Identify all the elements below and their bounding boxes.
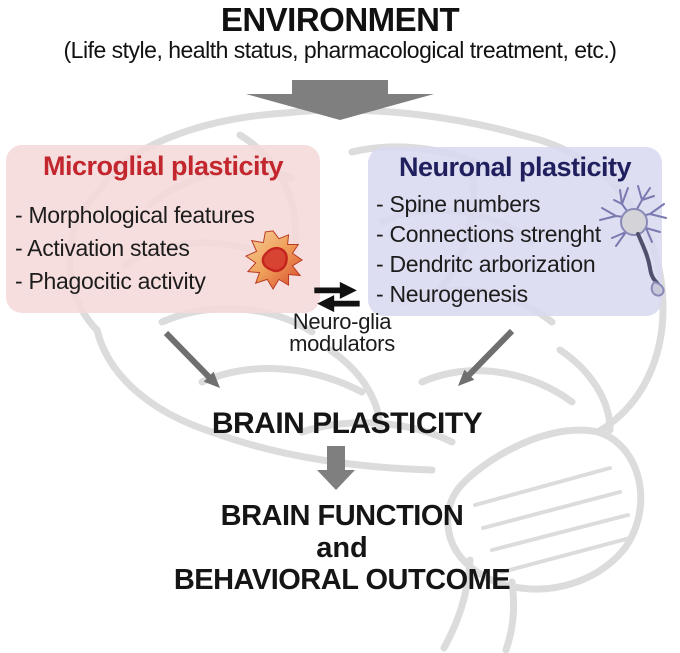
neuro-glia-line: Neuro-glia <box>292 309 392 334</box>
neuron-cell-icon <box>599 185 667 297</box>
left-diagonal-arrow-icon <box>163 330 220 388</box>
neuronal-box-title: Neuronal plasticity <box>398 152 632 182</box>
neuro-glia-modulators-label: Neuro-glia modulators <box>258 311 426 355</box>
list-item: - Connections strenght <box>376 221 601 247</box>
behavioral-outcome-label: BEHAVIORAL OUTCOME <box>173 564 511 596</box>
list-item: - Morphological features <box>15 202 255 228</box>
modulators-line: modulators <box>289 331 395 356</box>
list-item: - Dendritc arborization <box>376 251 596 277</box>
and-label: and <box>316 532 368 564</box>
down-arrow-small-icon <box>317 446 355 490</box>
brain-plasticity-label: BRAIN PLASTICITY <box>211 407 483 440</box>
environment-subtitle: (Life style, health status, pharmacologi… <box>63 37 617 63</box>
microglial-box-list: - Morphological features - Activation st… <box>15 199 255 298</box>
microglia-cell-icon <box>244 230 304 291</box>
microglial-plasticity-box: Microglial plasticity - Morphological fe… <box>6 145 320 313</box>
neuronal-plasticity-box: Neuronal plasticity - Spine numbers - Co… <box>368 147 662 316</box>
brain-function-label: BRAIN FUNCTION <box>220 500 464 532</box>
list-item: - Activation states <box>15 235 190 261</box>
right-diagonal-arrow-icon <box>458 328 515 386</box>
microglial-box-title: Microglial plasticity <box>42 151 284 181</box>
exchange-arrows-icon <box>314 281 360 313</box>
list-item: - Spine numbers <box>376 191 541 217</box>
list-item: - Phagocitic activity <box>15 268 206 294</box>
down-arrow-icon <box>246 80 434 120</box>
neuronal-box-list: - Spine numbers - Connections strenght -… <box>376 189 601 309</box>
environment-title: ENVIRONMENT <box>220 1 460 38</box>
list-item: - Neurogenesis <box>376 281 528 307</box>
